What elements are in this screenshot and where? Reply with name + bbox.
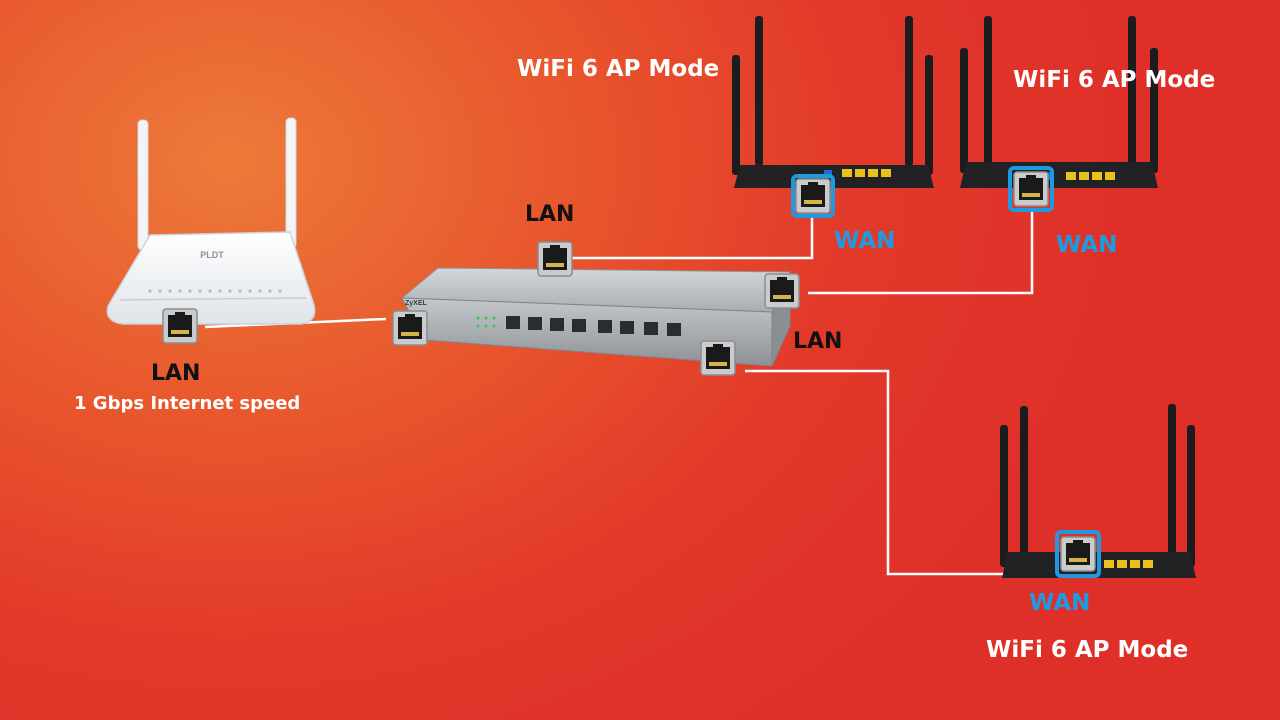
ap-bottom-title: WiFi 6 AP Mode (986, 637, 1189, 663)
switch-port-top (537, 241, 573, 277)
ap-top-right-title: WiFi 6 AP Mode (1013, 67, 1216, 93)
switch-lan-top-label: LAN (525, 202, 575, 227)
cables (204, 208, 1060, 576)
wan-top-right-label: WAN (1056, 232, 1118, 258)
ap-router-top-left (732, 16, 934, 218)
switch-lan-right-label: LAN (793, 329, 843, 354)
modem-antenna-right (285, 117, 297, 249)
internet-speed-label: 1 Gbps Internet speed (74, 393, 301, 414)
ap-top-right-wan-highlight (1008, 166, 1054, 212)
network-switch: ZyXEL (392, 241, 800, 376)
switch-port-modem-side (392, 310, 428, 346)
ap-top-left-wan-port (795, 178, 831, 214)
cable-switch-to-ap-top-right (808, 208, 1034, 295)
ap-top-left-title: WiFi 6 AP Mode (517, 56, 720, 82)
cable-switch-to-ap-top-left (556, 214, 814, 260)
modem-brand-logo: PLDT (200, 250, 224, 260)
wan-top-left-label: WAN (834, 228, 896, 254)
modem-router: PLDT (106, 117, 316, 344)
modem-led-row (148, 289, 282, 293)
ap-top-right-wan-port (1013, 171, 1049, 207)
modem-body (106, 231, 316, 325)
wan-bottom-label: WAN (1029, 590, 1091, 616)
switch-port-row (506, 316, 681, 336)
ap-bottom-wan-port (1060, 536, 1096, 572)
switch-port-right-upper (764, 273, 800, 309)
modem-lan-port (162, 308, 198, 344)
switch-brand-logo: ZyXEL (405, 300, 428, 307)
ap-top-left-wan-highlight (791, 174, 835, 218)
modem-antenna-left (137, 119, 149, 251)
ap-router-top-right (960, 16, 1158, 212)
ap-bottom-wan-highlight (1055, 530, 1101, 578)
cable-switch-to-ap-bottom (745, 369, 1060, 576)
switch-port-right-lower (700, 340, 736, 376)
ap-router-bottom (1000, 404, 1196, 578)
modem-lan-label: LAN (151, 361, 201, 386)
